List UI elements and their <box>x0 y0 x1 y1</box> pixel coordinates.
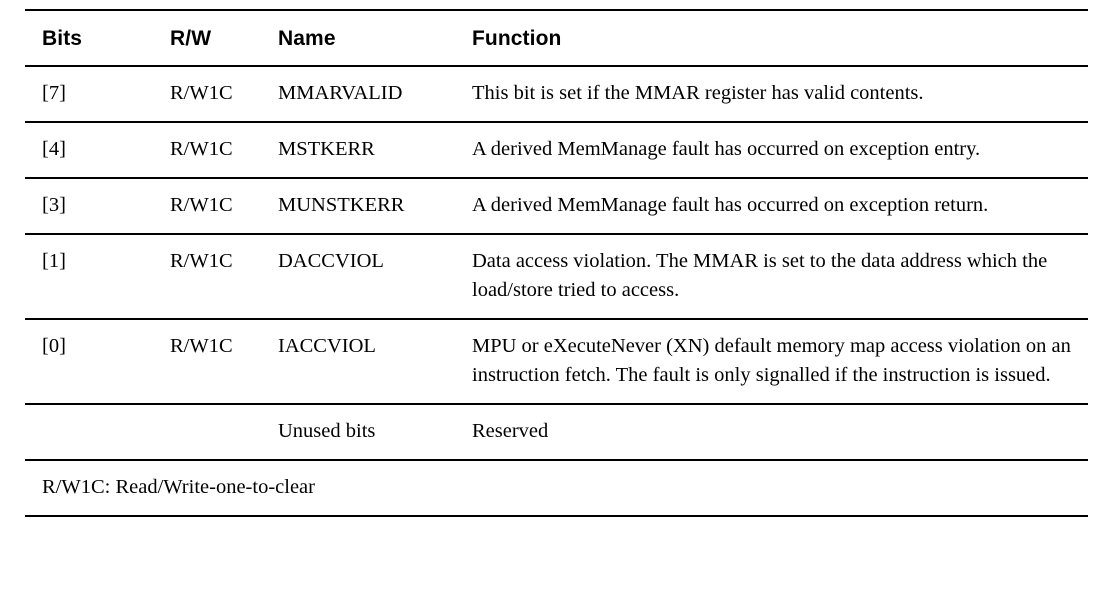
table-row: [4] R/W1C MSTKERR A derived MemManage fa… <box>25 122 1088 179</box>
cell-name: DACCVIOL <box>261 234 455 320</box>
column-header-name: Name <box>261 9 455 67</box>
table-body: [7] R/W1C MMARVALID This bit is set if t… <box>25 66 1088 517</box>
cell-rw <box>153 404 261 461</box>
table-row: [1] R/W1C DACCVIOL Data access violation… <box>25 234 1088 320</box>
cell-function: A derived MemManage fault has occurred o… <box>455 122 1088 179</box>
cell-rw: R/W1C <box>153 234 261 320</box>
footnote-text: R/W1C: Read/Write-one-to-clear <box>25 460 1088 517</box>
table-header: Bits R/W Name Function <box>25 9 1088 67</box>
register-bit-field-table: Bits R/W Name Function [7] R/W1C MMARVAL… <box>25 9 1088 517</box>
cell-rw: R/W1C <box>153 122 261 179</box>
cell-rw: R/W1C <box>153 319 261 405</box>
cell-function: Reserved <box>455 404 1088 461</box>
cell-function: A derived MemManage fault has occurred o… <box>455 178 1088 235</box>
cell-bits: [3] <box>25 178 153 235</box>
cell-function: Data access violation. The MMAR is set t… <box>455 234 1088 320</box>
cell-bits: [7] <box>25 66 153 123</box>
cell-rw: R/W1C <box>153 178 261 235</box>
table-row: [3] R/W1C MUNSTKERR A derived MemManage … <box>25 178 1088 235</box>
table-row: [0] R/W1C IACCVIOL MPU or eXecuteNever (… <box>25 319 1088 405</box>
cell-bits: [0] <box>25 319 153 405</box>
cell-name: MSTKERR <box>261 122 455 179</box>
column-header-function: Function <box>455 9 1088 67</box>
column-header-rw: R/W <box>153 9 261 67</box>
table-header-row: Bits R/W Name Function <box>25 9 1088 67</box>
cell-function: This bit is set if the MMAR register has… <box>455 66 1088 123</box>
table-footnote-row: R/W1C: Read/Write-one-to-clear <box>25 460 1088 517</box>
cell-bits <box>25 404 153 461</box>
cell-name: IACCVIOL <box>261 319 455 405</box>
cell-bits: [4] <box>25 122 153 179</box>
cell-bits: [1] <box>25 234 153 320</box>
table-row: Unused bits Reserved <box>25 404 1088 461</box>
cell-name: MMARVALID <box>261 66 455 123</box>
cell-function: MPU or eXecuteNever (XN) default memory … <box>455 319 1088 405</box>
column-header-bits: Bits <box>25 9 153 67</box>
table-row: [7] R/W1C MMARVALID This bit is set if t… <box>25 66 1088 123</box>
cell-rw: R/W1C <box>153 66 261 123</box>
cell-name: Unused bits <box>261 404 455 461</box>
cell-name: MUNSTKERR <box>261 178 455 235</box>
